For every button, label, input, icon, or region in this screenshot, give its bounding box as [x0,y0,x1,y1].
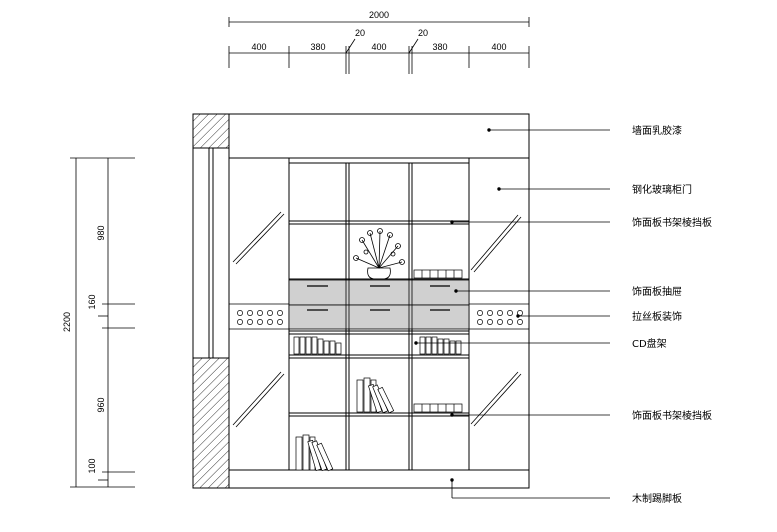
drawer-band [288,279,470,335]
wall-section [192,113,530,489]
label-shelf-edge-lower: 饰面板书架棱挡板 [632,409,712,422]
cd-rack-left-icon [293,336,342,355]
brushed-panel-left [229,303,289,330]
label-kick-board: 木制踢脚板 [632,492,682,505]
dim-upper-section: 980 [96,225,106,240]
dim-col-2: 380 [310,42,325,52]
brushed-panel-right [469,303,529,330]
dim-col-4: 380 [432,42,447,52]
label-glass-door: 钢化玻璃柜门 [632,183,692,196]
label-wall-paint: 墙面乳胶漆 [632,124,682,137]
flower-vase-icon [353,228,405,280]
glass-door-left [232,211,285,428]
label-cd-rack: CD盘架 [632,337,667,350]
dim-band: 160 [87,294,97,309]
dim-gap-2: 20 [418,28,428,38]
dim-overall-height: 2200 [62,312,72,332]
dim-col-3: 400 [371,42,386,52]
dim-overall-width: 2000 [369,10,389,20]
cd-rack-right-icon [419,336,462,355]
label-brushed-panel: 拉丝板装饰 [632,310,682,323]
books-lying-right-icon [413,403,463,413]
books-stack-upper-right-icon [413,269,463,279]
top-dimension-group [228,17,530,74]
glass-door-right [470,214,522,427]
label-shelf-edge-upper: 饰面板书架棱挡板 [632,216,712,229]
dim-base: 100 [87,458,97,473]
dim-col-5: 400 [491,42,506,52]
dim-lower-section: 960 [96,397,106,412]
left-dimension-group [70,157,135,488]
dim-col-1: 400 [251,42,266,52]
dim-gap-1: 20 [355,28,365,38]
books-middle-icon [356,377,395,414]
books-bottom-left-icon [295,434,334,472]
label-drawer: 饰面板抽屉 [632,285,682,298]
leader-lines [414,128,610,499]
